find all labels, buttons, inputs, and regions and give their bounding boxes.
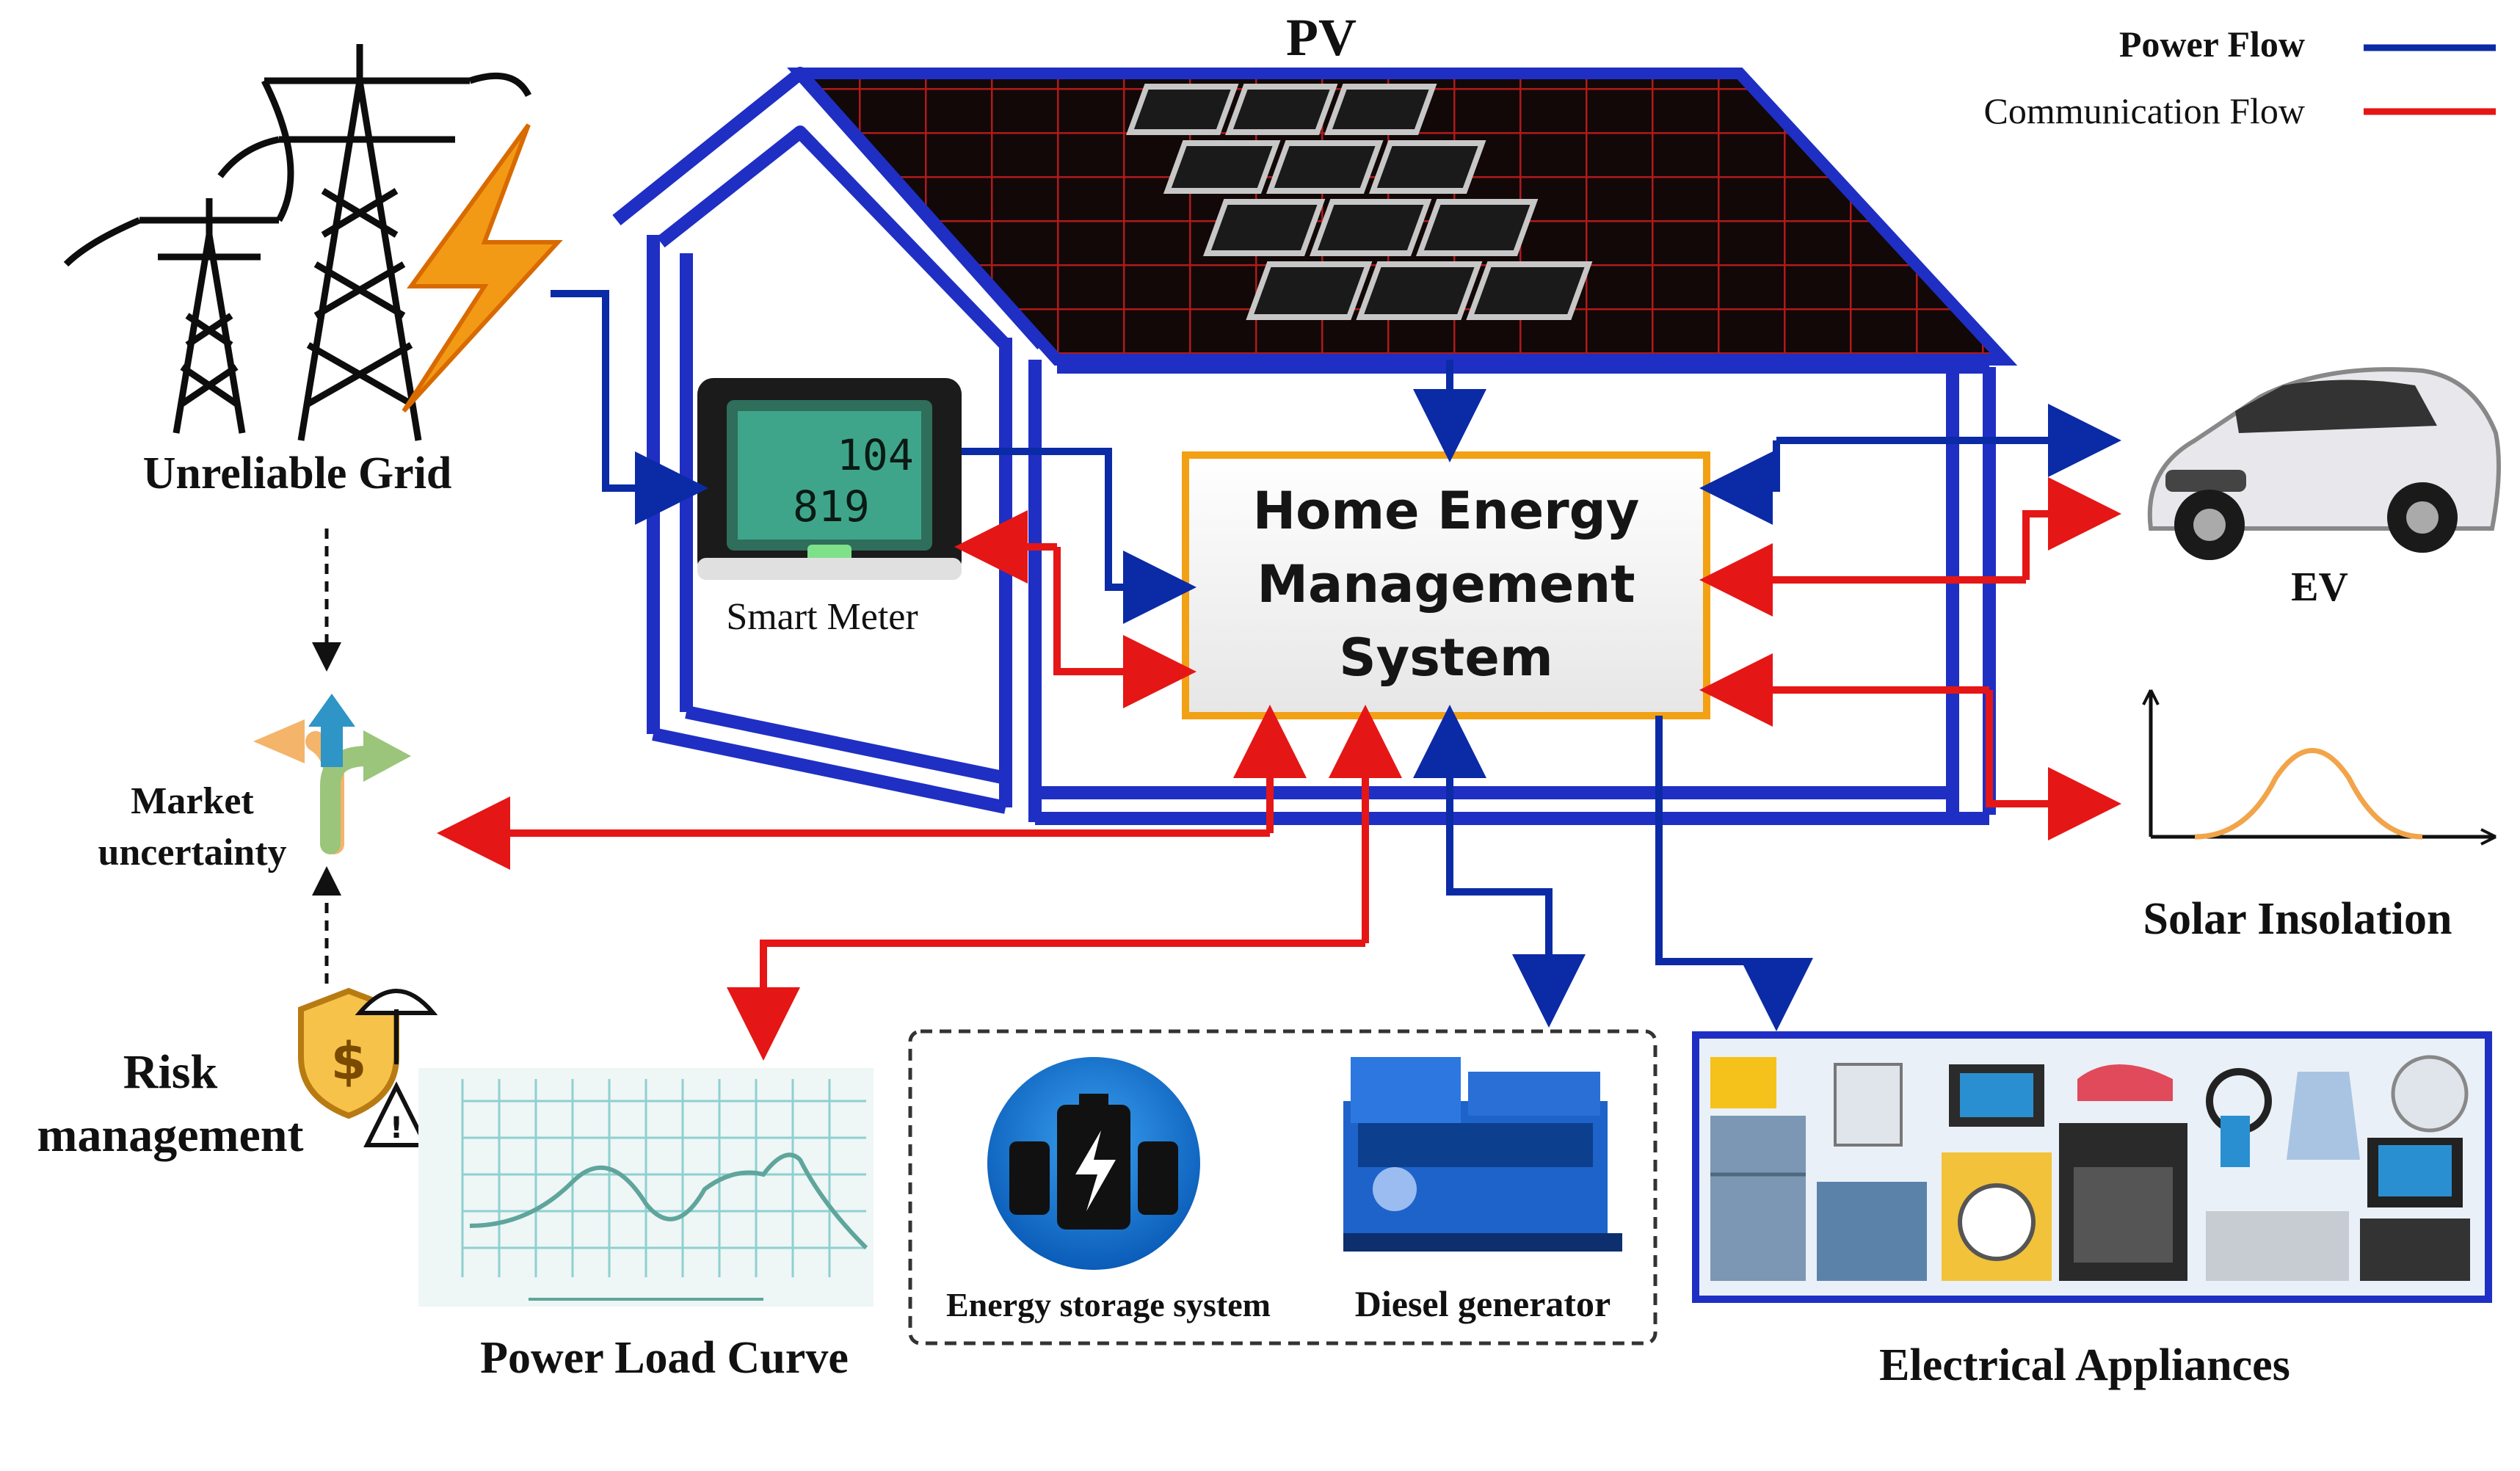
smart-meter-icon: 104 819 xyxy=(697,378,962,580)
comm-flow-meter-to-hems-a xyxy=(1053,547,1197,708)
transmission-tower-icon xyxy=(63,44,532,441)
shield-dollar-icon: $ ! xyxy=(298,987,438,1147)
power-flow-hems-to-appliances xyxy=(1655,716,1813,1031)
battery-icon xyxy=(987,1057,1200,1270)
load-curve-label: Power Load Curve xyxy=(480,1333,849,1383)
directions-arrows-icon xyxy=(253,694,411,854)
hems-label-line1: Home Energy xyxy=(1253,481,1640,541)
grid-label: Unreliable Grid xyxy=(143,448,452,498)
house-frame xyxy=(612,67,2018,825)
ev-label: EV xyxy=(2291,564,2348,610)
hems-label-line2: Management xyxy=(1257,554,1635,614)
svg-text:!: ! xyxy=(390,1111,403,1145)
storage-generation-group xyxy=(908,1029,1657,1345)
market-label-line1: Market xyxy=(131,780,254,822)
svg-text:$: $ xyxy=(331,1031,367,1092)
diesel-label: Diesel generator xyxy=(1355,1283,1611,1324)
power-flow-meter-to-hems xyxy=(962,448,1197,624)
meter-reading-top: 104 xyxy=(837,430,914,480)
lightning-bolt-icon xyxy=(402,123,563,413)
home-appliances-icon xyxy=(1710,1055,2470,1281)
pv-panel-array xyxy=(1126,84,1593,320)
car-icon xyxy=(2147,367,2501,560)
pv-label: PV xyxy=(1286,8,1357,67)
hems-box xyxy=(1182,451,1710,719)
power-flow-hems-to-storage xyxy=(1446,807,1586,1028)
comm-flow-hems-solar-a xyxy=(1986,690,2121,840)
meter-reading-bottom: 819 xyxy=(793,482,870,531)
bell-curve-chart-icon xyxy=(2142,689,2497,846)
legend: Power Flow Communication Flow xyxy=(1984,23,2496,131)
smart-meter-label: Smart Meter xyxy=(726,596,918,638)
power-flow-grid-to-meter xyxy=(551,290,708,525)
hems-label-line3: System xyxy=(1339,628,1553,688)
legend-communication-label: Communication Flow xyxy=(1984,90,2306,131)
line-chart-icon xyxy=(418,1068,874,1307)
power-flow-ev-to-hems xyxy=(1699,440,1780,525)
risk-label-line1: Risk xyxy=(123,1045,218,1099)
ess-label: Energy storage system xyxy=(946,1286,1271,1323)
comm-flow-hems-ev-a xyxy=(2022,477,2121,580)
risk-label-line2: management xyxy=(37,1108,304,1162)
market-label-line2: uncertainty xyxy=(98,832,286,873)
comm-flow-hems-to-load xyxy=(727,940,1365,1061)
appliances-label: Electrical Appliances xyxy=(1879,1340,2290,1390)
solar-label: Solar Insolation xyxy=(2143,894,2452,944)
legend-power-label: Power Flow xyxy=(2119,23,2305,65)
diesel-generator-icon xyxy=(1343,1057,1622,1252)
